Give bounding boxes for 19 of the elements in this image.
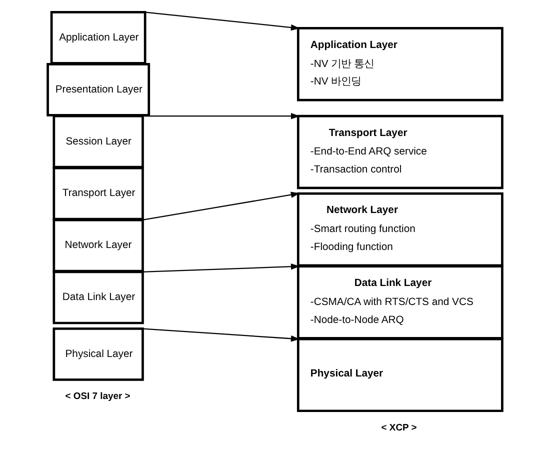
node-box: Data Link Layer — [52, 270, 144, 324]
arrow — [141, 328, 300, 342]
node-box: Application Layer -NV 기반 통신 -NV 바인딩 — [296, 27, 503, 102]
node-box: Session Layer — [52, 114, 144, 168]
node-box: Transport Layer — [52, 166, 144, 220]
label: < XCP > — [380, 422, 416, 434]
node-box: Physical Layer — [52, 328, 144, 381]
node-box: Application Layer — [50, 11, 146, 64]
node-box: Presentation Layer — [46, 62, 150, 116]
arrow — [141, 112, 300, 120]
arrow — [144, 12, 300, 31]
node-box: Network Layer — [52, 218, 144, 272]
node-box: Network Layer -Smart routing function -Flooding function — [296, 192, 503, 267]
node-box: Transport Layer -End-to-End ARQ service -Transaction control — [296, 114, 503, 190]
label: < OSI 7 layer > — [64, 391, 130, 402]
node-box: Physical Layer — [296, 338, 503, 412]
arrow — [141, 263, 300, 273]
arrow — [141, 192, 300, 221]
node-box: Data Link Layer -CSMA/CA with RTS/CTS and VCS -Node-to-Node ARQ — [296, 265, 503, 340]
